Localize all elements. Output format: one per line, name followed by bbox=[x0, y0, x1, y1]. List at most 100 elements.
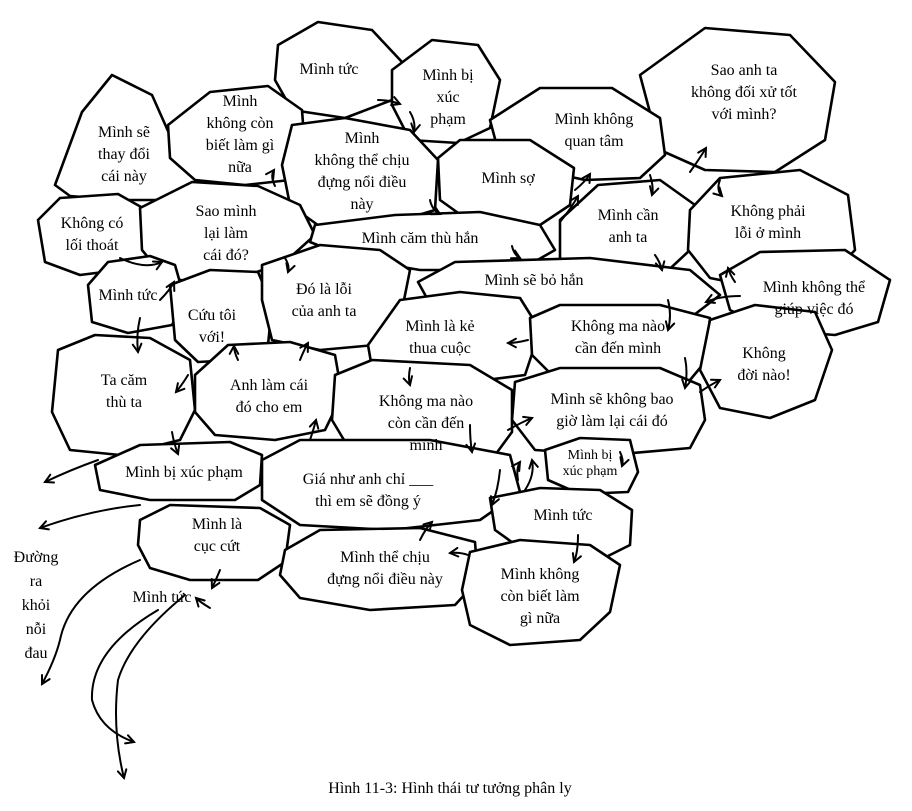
stone-label: đời nào! bbox=[737, 367, 790, 384]
arrow-line bbox=[44, 459, 99, 483]
arrow-line bbox=[115, 594, 186, 779]
arrow-head bbox=[489, 495, 500, 507]
arrow-head bbox=[285, 262, 296, 274]
arrow-line bbox=[684, 357, 688, 389]
stone-label: lỗi ở mình bbox=[735, 225, 801, 242]
arrow-head bbox=[402, 375, 413, 388]
stone-minh-se-khong-bao-gio bbox=[510, 366, 707, 457]
figure-caption: Hình 11-3: Hình thái tư tưởng phân ly bbox=[328, 780, 571, 797]
stone-label: biết làm gì bbox=[206, 137, 275, 154]
stone-label: lại làm bbox=[204, 225, 249, 242]
stone-khong-ma-nao-can bbox=[528, 303, 712, 387]
arrow-head bbox=[697, 146, 708, 158]
stone-minh-bi-xuc-pham-left bbox=[93, 440, 264, 502]
stone-sao-anh-ta bbox=[638, 26, 837, 174]
arrow-head bbox=[170, 444, 181, 456]
arrow-head bbox=[124, 734, 136, 745]
stone-label: Mình không thể bbox=[763, 279, 866, 296]
stone-label: không thể chịu bbox=[314, 152, 409, 169]
arrow-head bbox=[511, 460, 522, 472]
stone-label: thù ta bbox=[106, 394, 142, 411]
stone-label: Mình sợ bbox=[481, 170, 535, 187]
stone-label: Không có bbox=[61, 215, 124, 232]
stone-label: Không phải bbox=[730, 203, 806, 220]
exit-label-word: ra bbox=[30, 573, 42, 590]
arrow-head bbox=[571, 552, 582, 564]
stone-minh-bi-xuc-pham-small bbox=[543, 436, 640, 496]
stone-label: Mình bbox=[345, 130, 380, 147]
stone-label: đựng nổi điều này bbox=[327, 571, 443, 588]
stone-label: Mình bbox=[223, 93, 258, 110]
stone-label: Không bbox=[742, 345, 786, 362]
arrow-head bbox=[41, 674, 51, 686]
arrow-head bbox=[131, 342, 143, 355]
stone-label: cần đến mình bbox=[575, 340, 661, 357]
arrow-head bbox=[194, 596, 206, 608]
stone-label: Mình cần bbox=[598, 207, 659, 224]
arrow-head bbox=[152, 260, 164, 271]
stone-label: Cứu tôi bbox=[188, 307, 237, 324]
stone-label: lối thoát bbox=[66, 237, 119, 254]
arrow-head bbox=[465, 442, 476, 455]
arrow-head bbox=[430, 205, 442, 216]
arrow-head bbox=[43, 473, 55, 484]
stone-label: Đó là lỗi bbox=[296, 281, 353, 298]
stone-label: với! bbox=[199, 329, 225, 346]
arrow-head bbox=[505, 337, 517, 349]
stone-outlines bbox=[36, 20, 892, 647]
arrow-line bbox=[119, 257, 163, 267]
stone-label: Mình là kẻ bbox=[405, 318, 474, 335]
arrow-head bbox=[38, 520, 50, 531]
stone-label: xúc bbox=[436, 89, 459, 106]
exit-label-word: nỗi bbox=[26, 621, 47, 638]
arrow-head bbox=[447, 546, 460, 558]
arrow-head bbox=[704, 293, 716, 304]
exit-label-word: đau bbox=[24, 645, 47, 662]
stone-label: này bbox=[350, 196, 373, 213]
stone-label: xúc phạm bbox=[563, 464, 618, 479]
stone-label: Mình sẽ bỏ hắn bbox=[484, 272, 583, 289]
arrow-line bbox=[559, 195, 579, 223]
exit-label-word: Đường bbox=[14, 549, 59, 566]
arrow-head bbox=[522, 415, 534, 426]
stone-minh-la-cuc-cut bbox=[136, 503, 292, 582]
stone-label: còn cần đến bbox=[388, 415, 464, 432]
stone-minh-the-chiu bbox=[278, 526, 480, 612]
arrow-head bbox=[174, 382, 186, 394]
stone-label: cái này bbox=[101, 168, 147, 185]
stone-label: mình bbox=[410, 437, 443, 454]
arrow-line bbox=[39, 504, 141, 529]
arrow-line bbox=[491, 469, 501, 506]
stone-label: Không ma nào bbox=[379, 393, 473, 410]
stone-label: cục cứt bbox=[194, 538, 241, 555]
arrow-head bbox=[165, 280, 176, 292]
stone-label: Mình sẽ không bao bbox=[550, 391, 673, 408]
arrow-head bbox=[228, 343, 240, 355]
arrow-head bbox=[510, 249, 522, 260]
stone-label: Mình sẽ bbox=[98, 124, 150, 141]
stone-label: đựng nổi điều bbox=[318, 174, 407, 191]
stone-label: Sao mình bbox=[196, 203, 257, 220]
stone-label: Mình bị xúc phạm bbox=[125, 464, 243, 481]
arrow-head bbox=[725, 265, 736, 278]
stone-label: Mình là bbox=[192, 516, 242, 533]
stone-khong-doi-nao bbox=[698, 303, 834, 420]
arrow-head bbox=[299, 341, 310, 353]
arrow-head bbox=[581, 172, 592, 184]
stone-minh-so bbox=[436, 138, 576, 227]
arrow-head bbox=[210, 578, 221, 590]
stone-label: Sao anh ta bbox=[711, 62, 778, 79]
stone-label: Ta căm bbox=[101, 372, 148, 389]
stone-label: cái đó? bbox=[203, 247, 249, 264]
arrow-head bbox=[528, 457, 539, 470]
stone-label: quan tâm bbox=[564, 133, 624, 150]
stone-label: phạm bbox=[430, 111, 466, 128]
arrow-head bbox=[654, 260, 666, 273]
stone-minh-khong-con-biet-lam-gi-bottom bbox=[460, 538, 622, 647]
stone-label: anh ta bbox=[609, 229, 648, 246]
arrow-head bbox=[422, 520, 434, 532]
